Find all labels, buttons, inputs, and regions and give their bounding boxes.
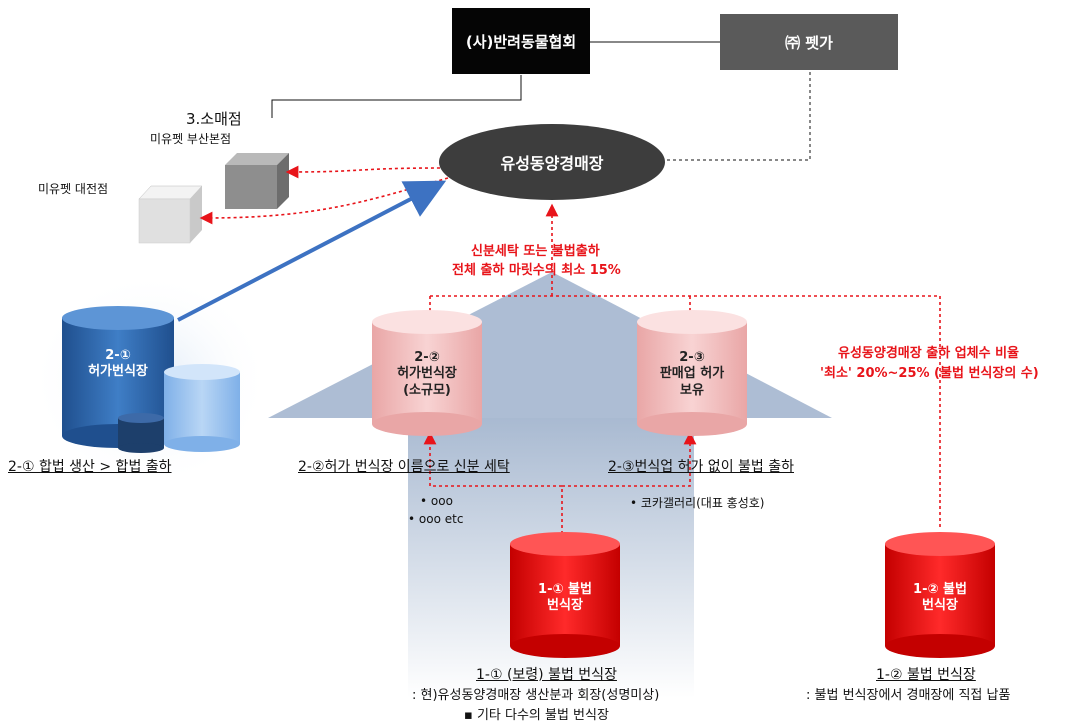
auction-label: 유성동양경매장 [500,154,604,173]
caption-small: 2-②허가 번식장 이름으로 신분 세탁 [298,459,510,475]
cyl-1-2-text: 1-② 불법 번식장 [885,582,995,615]
cylinder-light-blue [164,364,240,452]
auction-ellipse [439,124,665,200]
cyl-1-1-line1: 1-① 불법 [538,582,592,597]
association-box: (사)반려동물협회 [452,8,590,74]
petga-label: ㈜ 펫가 [785,33,833,52]
cyl-2-1-line2: 허가번식장 [88,364,148,380]
auction-label-wrap: 유성동양경매장 [440,140,664,184]
bullet-ooo: • ooo [420,494,453,508]
cyl-2-3-line3: 보유 [680,382,704,398]
caption-1-2-sub: : 불법 번식장에서 경매장에 직접 납품 [806,688,1011,703]
retail-busan-label: 미유펫 부산본점 [150,132,232,146]
cube-busan [225,153,289,209]
caption-legal: 2-① 합법 생산 > 합법 출하 [8,459,172,475]
cyl-2-1-line1: 2-① [105,348,131,363]
cylinder-small-dark [118,413,164,453]
caption-noperm: 2-③번식업 허가 없이 불법 출하 [608,459,794,475]
cyl-2-2-line3: (소규모) [403,382,451,398]
caption-1-1-sub: : 현)유성동양경매장 생산분과 회장(성명미상) [412,688,660,703]
cyl-2-3-line1: 2-③ [679,350,705,365]
cyl-2-2-text: 2-② 허가번식장 (소규모) [372,350,482,399]
bullet-ooo-etc: • ooo etc [408,512,464,526]
ratio-note-2: '최소' 20%~25% (불법 번식장의 수) [820,366,1039,381]
cyl-2-3-line2: 판매업 허가 [659,366,725,382]
cyl-2-1-text: 2-① 허가번식장 [62,348,174,381]
laundering-note-2: 전체 출하 마릿수의 최소 15% [452,263,621,278]
cube-daejeon [138,185,203,244]
bullet-koka: • 코카갤러리(대표 홍성호) [630,496,765,510]
association-label: (사)반려동물협회 [465,32,577,51]
caption-1-2-title: 1-② 불법 번식장 [876,667,976,683]
cylinder-2-2 [372,310,482,436]
caption-1-1-bullet: ▪ 기타 다수의 불법 번식장 [464,708,609,723]
cylinder-2-3 [637,310,747,436]
cyl-2-2-line1: 2-② [414,350,440,365]
laundering-note-1: 신분세탁 또는 불법출하 [471,244,600,259]
petga-box: ㈜ 펫가 [720,14,898,70]
retail-daejeon-label: 미유펫 대전점 [38,182,109,196]
ratio-note-1: 유성동양경매장 출하 업체수 비율 [838,346,1020,361]
cyl-1-1-text: 1-① 불법 번식장 [510,582,620,615]
caption-1-1-title: 1-① (보령) 불법 번식장 [476,667,617,683]
cyl-1-2-line1: 1-② 불법 [913,582,967,597]
cyl-1-2-line2: 번식장 [922,598,958,614]
cyl-1-1-line2: 번식장 [547,598,583,614]
cyl-2-2-line2: 허가번식장 [397,366,457,382]
cylinder-1-2 [885,532,995,658]
cylinder-1-1 [510,532,620,658]
retail-title: 3.소매점 [186,110,242,128]
cyl-2-3-text: 2-③ 판매업 허가 보유 [637,350,747,399]
